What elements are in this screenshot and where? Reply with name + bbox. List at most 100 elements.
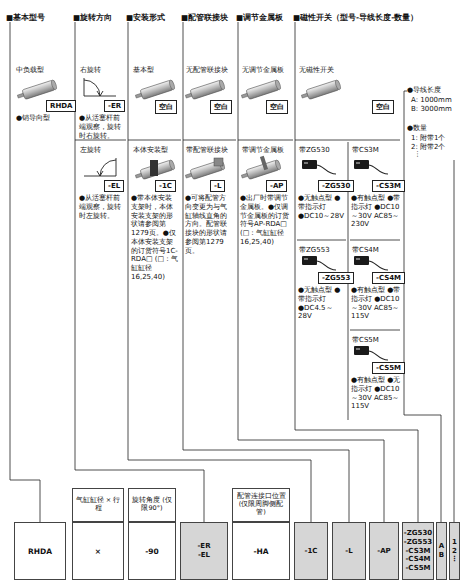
order-code-box: -1C <box>294 522 328 580</box>
option-text: ●有触点型 ●无指示灯 ●DC10～30V AC85～115V <box>351 376 401 411</box>
code-text: ⋮ <box>451 555 458 564</box>
code-text: -ER <box>108 102 121 110</box>
code-text: -HA <box>253 547 268 556</box>
section-heading: ■安装形式 <box>126 13 165 22</box>
code-text: 空白 <box>214 102 228 112</box>
option-text: ●从活塞杆前端观察，旋转时左旋转。 <box>79 194 125 220</box>
option-text: 1: 附带1个 <box>411 134 446 143</box>
code-text: -L <box>214 182 221 190</box>
option-text: ●无触点型 ●带指示灯 ●DC10～28V <box>298 194 344 220</box>
order-code-box: -90 <box>128 522 176 580</box>
option-text: ●导线长度 <box>407 86 441 95</box>
order-code-box: -ZG530-ZG553-CS3M-CS4M-CS5M <box>402 522 434 580</box>
option-text: ●数量 <box>407 124 427 133</box>
code-text: -1C <box>159 182 172 190</box>
code-text: RHDA <box>50 102 72 110</box>
option-text: 本体安装型 <box>133 146 168 155</box>
code-text: -AP <box>377 547 390 556</box>
option-text: 基本型 <box>133 66 154 75</box>
code-text: 空白 <box>376 102 390 112</box>
option-text: 带调节金属板 <box>242 146 284 155</box>
spec-header-box: 气缸缸径 × 行程 <box>72 488 124 522</box>
order-code-badge: -L <box>210 180 225 192</box>
order-code-badge: -ER <box>104 100 125 112</box>
order-code-badge: -ZG553 <box>318 272 354 284</box>
option-text: ⋮ <box>414 150 421 159</box>
option-text: 带配管联接块 <box>186 146 228 155</box>
code-text: -CS3M <box>405 547 430 556</box>
code-text: -AP <box>270 182 283 190</box>
option-text: ●无触点型 ●带指示灯 ●DC4.5～28V <box>298 286 344 321</box>
code-text: 2 <box>452 547 457 556</box>
order-code-box: -AP <box>369 522 399 580</box>
code-text: -ZG553 <box>322 274 350 282</box>
code-text: RHDA <box>28 547 52 556</box>
code-text: -L <box>345 547 352 556</box>
option-text: ●有触点型 ●带指示灯 ●DC10～30V AC85～230V <box>351 194 401 229</box>
code-text: 1 <box>452 538 457 547</box>
option-text: ●从活塞杆前端观察，旋转时右旋转。 <box>79 114 125 140</box>
section-heading: ■调节金属板 <box>236 13 283 22</box>
option-text: ●有触点型 ●带指示灯 ●DC10～30V AC85～115V <box>351 286 401 321</box>
code-text: -EL <box>198 551 210 560</box>
code-text: -CS3M <box>376 182 401 190</box>
option-text: 带ZG553 <box>299 246 330 255</box>
order-code-badge: -CS4M <box>372 272 405 284</box>
code-text: -1C <box>305 547 318 556</box>
section-heading: ■基本型号 <box>6 13 45 22</box>
code-text: -ZG553 <box>404 538 432 547</box>
code-text: -CS4M <box>376 274 401 282</box>
order-code-badge: -EL <box>104 180 124 192</box>
code-text: × <box>95 547 101 556</box>
order-code-badge: -ZG530 <box>318 180 354 192</box>
option-text: ●出厂时带调节金属板。●仅调节金属板的订货符号AP-RDA□ (□：气缸缸径16… <box>240 194 290 247</box>
option-text: 右旋转 <box>80 66 101 75</box>
order-code-box: AB <box>436 522 447 580</box>
option-text: 带CS3M <box>352 146 379 155</box>
section-heading: ■旋转方向 <box>73 13 112 22</box>
option-text: ●销导向型 <box>16 114 50 123</box>
option-text: 带ZG530 <box>299 146 330 155</box>
section-heading: ■配管联接块 <box>181 13 228 22</box>
code-text: -EL <box>108 182 120 190</box>
order-code-box: × <box>72 522 124 580</box>
option-text: 无配管联接块 <box>186 66 228 75</box>
option-text: ●带本体安装支架时，本体安装支架的形状请参阅第1279页。●仅本体安装支架的订货… <box>131 194 179 282</box>
code-text: 空白 <box>270 102 284 112</box>
code-text: -ZG530 <box>322 182 350 190</box>
order-code-badge: 空白 <box>210 100 232 114</box>
option-text: A: 1000mm <box>411 96 452 105</box>
order-code-badge: RHDA <box>46 100 76 112</box>
order-code-box: RHDA <box>14 522 66 580</box>
option-text: 带CS4M <box>352 246 379 255</box>
code-text: B <box>439 551 444 560</box>
option-text: ●可将配管方向变更为与气缸轴线直角的方向。配管联接块的形状请参阅第1279页。 <box>185 194 233 255</box>
option-text: 中负载型 <box>16 66 44 75</box>
code-text: -CS4M <box>405 555 430 564</box>
spec-header-box: 配管连接口位置 (仅限周脚侧配管) <box>232 488 290 522</box>
code-text: -ZG530 <box>404 529 432 538</box>
code-text: 气缸缸径 × 行程 <box>75 497 121 513</box>
order-code-badge: 空白 <box>155 100 177 114</box>
section-heading: ■磁性开关（型号-导线长度-数量） <box>293 13 418 22</box>
option-text: 左旋转 <box>80 146 101 155</box>
order-code-badge: -1C <box>155 180 176 192</box>
option-text: 无调节金属板 <box>242 66 284 75</box>
code-text: 配管连接口位置 (仅限周脚侧配管) <box>235 493 287 516</box>
order-code-box: 12⋮ <box>449 522 460 580</box>
spec-header-box: 旋转角度 (仅限90°) <box>128 488 176 522</box>
code-text: 空白 <box>159 102 173 112</box>
order-code-badge: -AP <box>266 180 287 192</box>
code-text: -ER <box>197 542 210 551</box>
order-code-badge: 空白 <box>266 100 288 114</box>
code-text: -90 <box>145 547 159 556</box>
option-text: 带CS5M <box>352 336 379 345</box>
order-code-box: -HA <box>232 522 290 580</box>
code-text: -CS5M <box>376 364 401 372</box>
option-text: 无磁性开关 <box>299 66 334 75</box>
code-text: -CS5M <box>405 564 430 573</box>
order-code-box: -L <box>332 522 366 580</box>
order-code-badge: -CS3M <box>372 180 405 192</box>
code-text: 旋转角度 (仅限90°) <box>131 497 173 513</box>
